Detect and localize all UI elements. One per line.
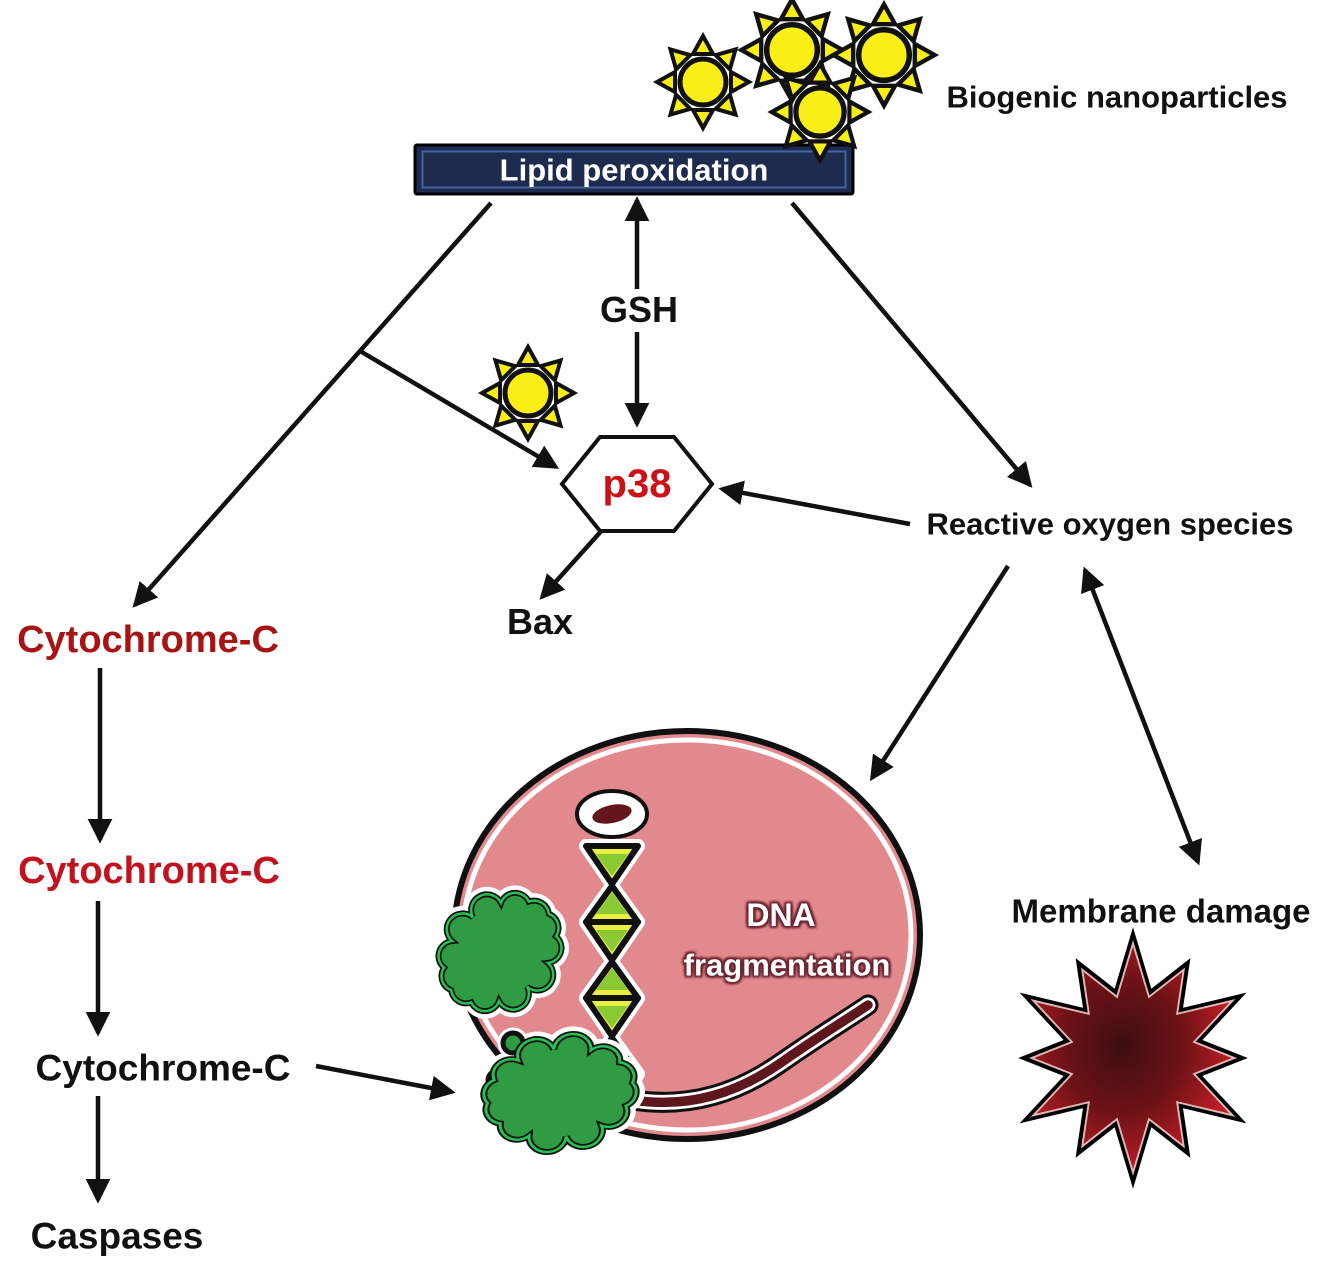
p38-label: p38 bbox=[602, 462, 672, 506]
arrow-ros-to-p38 bbox=[718, 480, 911, 527]
bax-label: Bax bbox=[506, 601, 574, 642]
arrow-p38-to-bax bbox=[539, 526, 606, 600]
arrow-branch-to-p38 bbox=[358, 349, 560, 469]
arrow-layer bbox=[85, 196, 1202, 1204]
cytochrome-c-label-2: Cytochrome-C bbox=[18, 850, 280, 892]
dna-fragment-icon bbox=[611, 994, 879, 1113]
lipid-peroxidation-label: Lipid peroxidation bbox=[499, 152, 769, 188]
ros-label: Reactive oxygen species bbox=[926, 506, 1294, 542]
apoptotic-body-icon bbox=[414, 868, 642, 1160]
arrow-ros-to-cell bbox=[869, 564, 1010, 782]
nucleolus-icon bbox=[575, 789, 649, 839]
nanoparticle-cluster bbox=[657, 0, 935, 160]
arrow-lipid-to-ros bbox=[790, 201, 1033, 488]
nanoparticle-sun-icon bbox=[772, 64, 869, 161]
nanoparticle-sun-icon bbox=[657, 36, 749, 128]
membrane-damage-burst-icon bbox=[1018, 927, 1248, 1189]
nanoparticles-label: Biogenic nanoparticles bbox=[946, 79, 1288, 115]
dna-label: DNA bbox=[746, 897, 816, 933]
p38-hexagon bbox=[559, 435, 715, 533]
arrow-cytochrome3-to-apoptotic-bodies bbox=[315, 1063, 456, 1101]
fragmentation-label: fragmentation bbox=[683, 947, 891, 983]
caspases-label: Caspases bbox=[30, 1215, 204, 1257]
gsh-label: GSH bbox=[599, 289, 679, 330]
arrow-lipid-to-cytochrome bbox=[132, 201, 493, 608]
cytochrome-c-label-1: Cytochrome-C bbox=[17, 619, 279, 661]
cytochrome-c-label-3: Cytochrome-C bbox=[35, 1047, 291, 1089]
arrow-ros-membrane-bidirectional bbox=[1081, 566, 1202, 866]
nanoparticle-sun-icon bbox=[482, 347, 574, 439]
lipid-peroxidation-box bbox=[413, 143, 855, 196]
membrane-damage-label: Membrane damage bbox=[1011, 892, 1311, 930]
